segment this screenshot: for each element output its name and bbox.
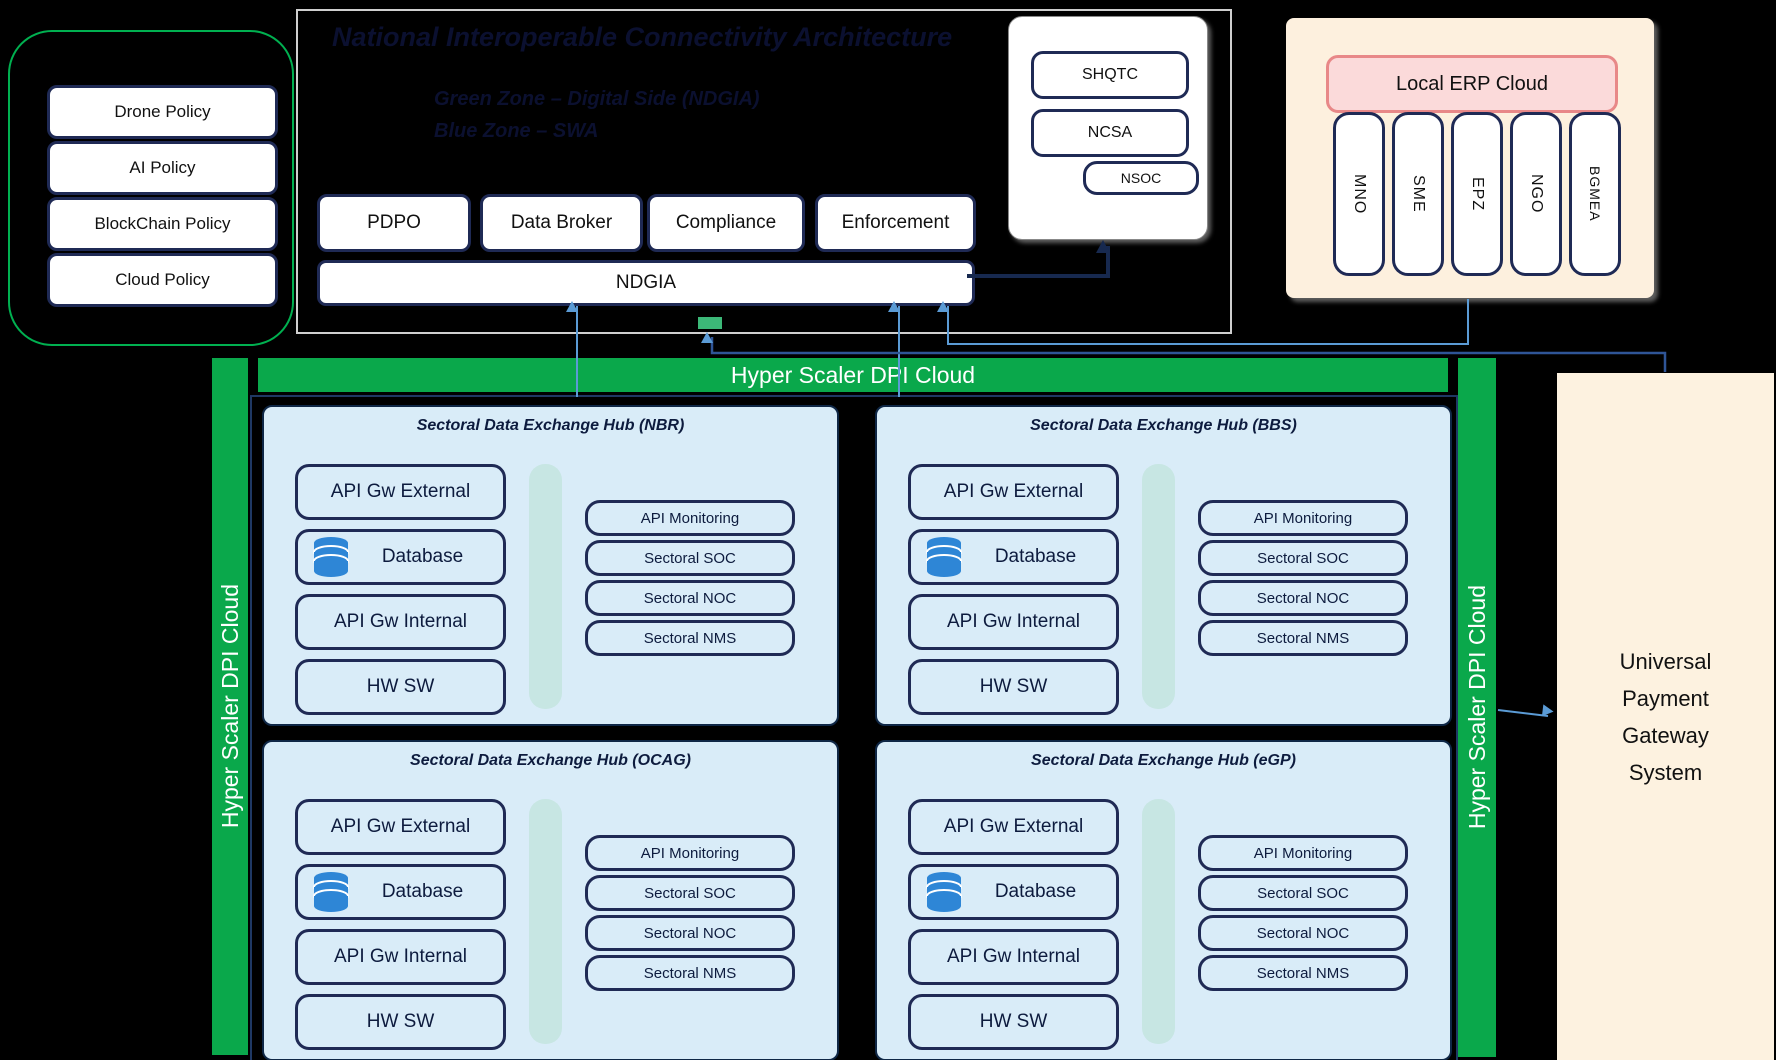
database-box[interactable]: Database xyxy=(295,864,506,920)
erp-pillar-label: NGO xyxy=(1528,174,1545,214)
api-monitoring-pill[interactable]: API Monitoring xyxy=(1198,500,1408,536)
database-label: Database xyxy=(381,546,464,567)
universal-payment-gateway-box: Universal Payment Gateway System xyxy=(1557,373,1774,1060)
upg-line: Payment xyxy=(1622,686,1709,711)
api-monitoring-pill[interactable]: API Monitoring xyxy=(1198,835,1408,871)
erp-pillar-bgmea[interactable]: BGMEA xyxy=(1569,112,1621,276)
database-label: Database xyxy=(381,881,464,902)
ncsa-box[interactable]: NCSA xyxy=(1031,109,1189,157)
erp-pillar-ngo[interactable]: NGO xyxy=(1510,112,1562,276)
erp-pillar-sme[interactable]: SME xyxy=(1392,112,1444,276)
arrow-dpi-to-payment xyxy=(1497,704,1554,717)
pdpo-box[interactable]: PDPO xyxy=(317,194,471,252)
sectoral-soc-pill[interactable]: Sectoral SOC xyxy=(585,875,795,911)
hub-title: Sectoral Data Exchange Hub (BBS) xyxy=(1030,417,1297,434)
hub-panel-egp: Sectoral Data Exchange Hub (eGP) API Gw … xyxy=(875,740,1452,1060)
local-erp-cloud-title: Local ERP Cloud xyxy=(1326,55,1618,113)
dpi-cloud-left-bar: Hyper Scaler DPI Cloud xyxy=(212,358,248,1055)
sectoral-noc-pill[interactable]: Sectoral NOC xyxy=(1198,580,1408,616)
database-box[interactable]: Database xyxy=(295,529,506,585)
upg-line: Universal xyxy=(1619,649,1712,674)
sectoral-nms-pill[interactable]: Sectoral NMS xyxy=(585,620,795,656)
dpi-cloud-right-bar: Hyper Scaler DPI Cloud xyxy=(1458,358,1496,1057)
policy-box-ai[interactable]: AI Policy xyxy=(47,141,278,195)
enforcement-box[interactable]: Enforcement xyxy=(815,194,976,252)
erp-pillar-label: MNO xyxy=(1351,173,1368,215)
hw-sw-box[interactable]: HW SW xyxy=(908,994,1119,1050)
api-gw-external-box[interactable]: API Gw External xyxy=(295,799,506,855)
hub-divider-bar xyxy=(529,464,562,709)
sectoral-noc-pill[interactable]: Sectoral NOC xyxy=(585,580,795,616)
policy-panel: Drone Policy AI Policy BlockChain Policy… xyxy=(8,30,294,346)
dpi-cloud-left-bar-label: Hyper Scaler DPI Cloud xyxy=(216,584,243,829)
erp-pillar-label: BGMEA xyxy=(1587,166,1603,222)
database-icon xyxy=(926,872,962,912)
dpi-cloud-right-bar-label: Hyper Scaler DPI Cloud xyxy=(1463,585,1490,830)
data-broker-box[interactable]: Data Broker xyxy=(480,194,643,252)
erp-pillar-mno[interactable]: MNO xyxy=(1333,112,1385,276)
sectoral-noc-pill[interactable]: Sectoral NOC xyxy=(1198,915,1408,951)
nica-legend-green-zone: Green Zone – Digital Side (NDGIA) xyxy=(434,88,760,110)
hub-panel-nbr: Sectoral Data Exchange Hub (NBR) API Gw … xyxy=(262,405,839,726)
dpi-cloud-banner: Hyper Scaler DPI Cloud xyxy=(258,358,1448,392)
hub-title: Sectoral Data Exchange Hub (OCAG) xyxy=(410,752,691,769)
policy-box-blockchain[interactable]: BlockChain Policy xyxy=(47,197,278,251)
nica-legend-blue-zone: Blue Zone – SWA xyxy=(434,120,599,142)
api-gw-external-box[interactable]: API Gw External xyxy=(295,464,506,520)
sectoral-soc-pill[interactable]: Sectoral SOC xyxy=(585,540,795,576)
database-label: Database xyxy=(994,546,1077,567)
compliance-box[interactable]: Compliance xyxy=(647,194,805,252)
api-gw-external-box[interactable]: API Gw External xyxy=(908,799,1119,855)
nica-title: National Interoperable Connectivity Arch… xyxy=(332,22,953,52)
database-box[interactable]: Database xyxy=(908,529,1119,585)
green-connector-chip xyxy=(698,317,722,329)
api-gw-external-box[interactable]: API Gw External xyxy=(908,464,1119,520)
nsoc-box[interactable]: NSOC xyxy=(1083,161,1199,195)
erp-pillar-label: SME xyxy=(1410,175,1427,213)
api-monitoring-pill[interactable]: API Monitoring xyxy=(585,835,795,871)
database-icon xyxy=(313,872,349,912)
database-label: Database xyxy=(994,881,1077,902)
sectoral-soc-pill[interactable]: Sectoral SOC xyxy=(1198,875,1408,911)
database-icon xyxy=(926,537,962,577)
erp-pillar-epz[interactable]: EPZ xyxy=(1451,112,1503,276)
hub-title: Sectoral Data Exchange Hub (eGP) xyxy=(1031,752,1296,769)
hub-panel-ocag: Sectoral Data Exchange Hub (OCAG) API Gw… xyxy=(262,740,839,1060)
database-icon xyxy=(313,537,349,577)
local-erp-cloud: Local ERP Cloud MNO SME EPZ NGO BGMEA xyxy=(1286,18,1654,298)
api-gw-internal-box[interactable]: API Gw Internal xyxy=(295,929,506,985)
ndgia-bar[interactable]: NDGIA xyxy=(317,260,975,306)
upg-line: Gateway xyxy=(1622,723,1709,748)
policy-box-drone[interactable]: Drone Policy xyxy=(47,85,278,139)
upg-line: System xyxy=(1628,760,1703,785)
hw-sw-box[interactable]: HW SW xyxy=(295,994,506,1050)
shqtc-box[interactable]: SHQTC xyxy=(1031,51,1189,99)
sectoral-nms-pill[interactable]: Sectoral NMS xyxy=(1198,955,1408,991)
hub-divider-bar xyxy=(1142,799,1175,1044)
api-gw-internal-box[interactable]: API Gw Internal xyxy=(908,594,1119,650)
hub-panel-bbs: Sectoral Data Exchange Hub (BBS) API Gw … xyxy=(875,405,1452,726)
policy-box-cloud[interactable]: Cloud Policy xyxy=(47,253,278,307)
sectoral-nms-pill[interactable]: Sectoral NMS xyxy=(1198,620,1408,656)
universal-payment-gateway-label: Universal Payment Gateway System xyxy=(1557,643,1774,791)
hw-sw-box[interactable]: HW SW xyxy=(908,659,1119,715)
hw-sw-box[interactable]: HW SW xyxy=(295,659,506,715)
gov-box: SHQTC NCSA NSOC xyxy=(1008,16,1208,240)
sectoral-soc-pill[interactable]: Sectoral SOC xyxy=(1198,540,1408,576)
erp-pillar-label: EPZ xyxy=(1469,176,1486,212)
hub-divider-bar xyxy=(529,799,562,1044)
api-gw-internal-box[interactable]: API Gw Internal xyxy=(908,929,1119,985)
api-monitoring-pill[interactable]: API Monitoring xyxy=(585,500,795,536)
sectoral-nms-pill[interactable]: Sectoral NMS xyxy=(585,955,795,991)
api-gw-internal-box[interactable]: API Gw Internal xyxy=(295,594,506,650)
sectoral-noc-pill[interactable]: Sectoral NOC xyxy=(585,915,795,951)
hub-title: Sectoral Data Exchange Hub (NBR) xyxy=(416,417,685,434)
database-box[interactable]: Database xyxy=(908,864,1119,920)
hub-divider-bar xyxy=(1142,464,1175,709)
